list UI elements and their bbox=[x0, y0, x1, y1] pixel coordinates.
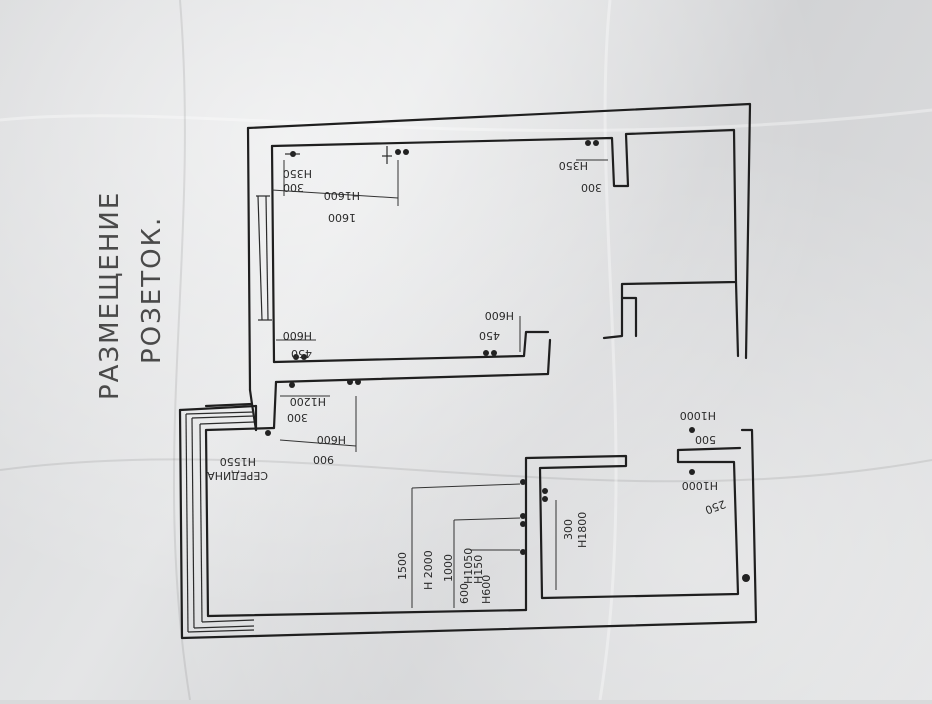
dim-h2000: H 2000 bbox=[422, 550, 435, 590]
dim-h600-d: H600 bbox=[480, 575, 493, 604]
dim-h600-b: H600 bbox=[283, 329, 312, 342]
dim-900: 900 bbox=[313, 453, 334, 466]
dim-600: 600 bbox=[458, 583, 471, 604]
dim-1000: 1000 bbox=[442, 554, 455, 582]
dim-300-c: 300 bbox=[287, 411, 308, 424]
walls bbox=[178, 102, 758, 640]
outlet-group-4 bbox=[293, 354, 307, 360]
outlet-group-7 bbox=[265, 430, 271, 436]
dim-300-a: 300 bbox=[283, 181, 304, 194]
dim-450-a: 450 bbox=[479, 329, 500, 342]
outlet-group-1 bbox=[285, 151, 300, 157]
outlet-group-5 bbox=[483, 350, 497, 356]
dim-h350-b: H350 bbox=[559, 159, 588, 172]
outlet-group-3 bbox=[585, 140, 599, 146]
outlets bbox=[265, 140, 750, 582]
dim-250: 250 bbox=[703, 497, 727, 516]
dim-h600-c: H600 bbox=[317, 433, 346, 446]
outlet-group-9 bbox=[689, 427, 750, 582]
dim-300-d: 300 bbox=[562, 519, 575, 540]
dimension-labels: 300 H350 H1600 1600 H350 300 H600 450 H6… bbox=[207, 159, 728, 517]
dim-h1550: H1550 bbox=[220, 455, 256, 468]
dim-h1050: H1050 bbox=[462, 548, 475, 584]
outlet-group-2 bbox=[382, 146, 409, 164]
dim-seredina: СЕРЕДИНА bbox=[207, 469, 268, 482]
title-block: РАЗМЕЩЕНИЕ РОЗЕТОК. bbox=[95, 191, 167, 400]
dim-500: 500 bbox=[695, 433, 716, 446]
vertical-dimension-labels: 1500 H 2000 1000 H1050 H150 600 H600 300… bbox=[396, 512, 589, 604]
dim-h350-a: H350 bbox=[283, 167, 312, 180]
dim-h1000-b: H1000 bbox=[682, 479, 718, 492]
dim-h150: H150 bbox=[472, 555, 485, 584]
title-line-2: РОЗЕТОК. bbox=[137, 216, 167, 364]
dim-h1600-a: H1600 bbox=[324, 189, 360, 202]
outlet-group-6 bbox=[289, 379, 361, 388]
dimension-lines bbox=[271, 159, 608, 608]
dim-h1000-a: H1000 bbox=[680, 409, 716, 422]
dim-1600: 1600 bbox=[328, 211, 356, 224]
dim-300-b: 300 bbox=[581, 181, 602, 194]
title-line-1: РАЗМЕЩЕНИЕ bbox=[95, 191, 125, 400]
dim-h1800: H1800 bbox=[576, 512, 589, 548]
dim-450-b: 450 bbox=[291, 347, 312, 360]
outlet-group-8 bbox=[520, 479, 548, 555]
dim-h1200: H1200 bbox=[290, 395, 326, 408]
dim-h600-a: H600 bbox=[485, 309, 514, 322]
dim-1500: 1500 bbox=[396, 552, 409, 580]
